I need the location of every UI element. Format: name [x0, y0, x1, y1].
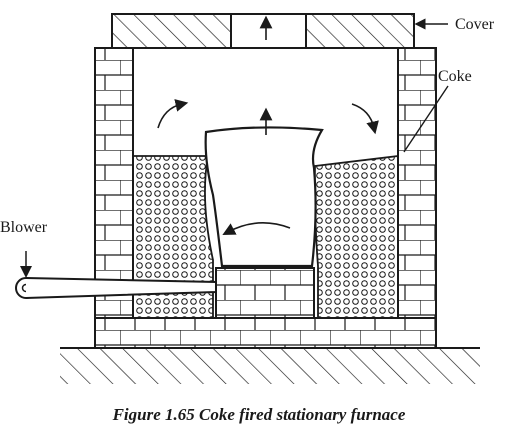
right-curve-arrow-icon: [351, 103, 379, 135]
figure-caption: Figure 1.65 Coke fired stationary furnac…: [112, 405, 406, 424]
blower-assembly: [15, 251, 217, 299]
coke-label: Coke: [438, 68, 472, 85]
brick-floor: [94, 317, 437, 349]
flow-arrows: [157, 15, 379, 236]
blower-label: Blower: [0, 219, 48, 236]
crucible: [204, 126, 324, 268]
left-curve-arrow-icon: [157, 99, 189, 129]
right-brick-wall: [397, 47, 437, 319]
coke-bed-right: [313, 154, 399, 319]
left-brick-wall: [94, 47, 134, 319]
ground: [60, 348, 480, 384]
blower-pipe: [25, 277, 217, 299]
cover-label: Cover: [455, 16, 495, 33]
crucible-pedestal: [215, 267, 315, 319]
cover: [111, 13, 415, 49]
inner-curve-arrow-icon: [222, 222, 291, 236]
leaders: [403, 18, 449, 153]
